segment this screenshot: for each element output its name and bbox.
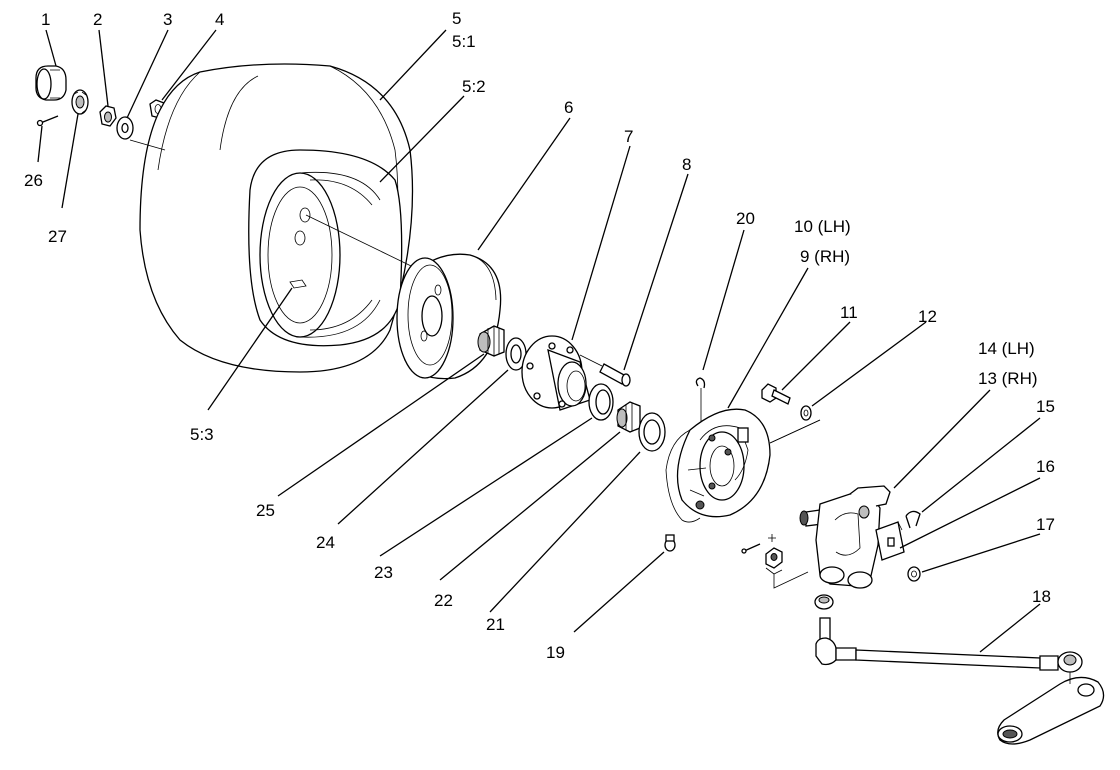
label-25: 25 xyxy=(256,501,275,520)
label-13: 13 (RH) xyxy=(978,369,1038,388)
label-15: 15 xyxy=(1036,397,1055,416)
grease-seal xyxy=(505,337,527,371)
label-5-1: 5:1 xyxy=(452,32,476,51)
bearing-cone xyxy=(477,325,505,357)
label-19: 19 xyxy=(546,643,565,662)
label-5: 5 xyxy=(452,9,461,28)
flange-nut xyxy=(769,405,821,444)
washer xyxy=(116,116,134,140)
cotter-pin-small xyxy=(741,543,761,554)
label-5-2: 5:2 xyxy=(462,77,486,96)
lock-nut xyxy=(907,566,921,582)
label-23: 23 xyxy=(374,563,393,582)
label-7: 7 xyxy=(624,127,633,146)
label-16: 16 xyxy=(1036,457,1055,476)
wheel-tire-assembly xyxy=(139,63,441,373)
castle-nut xyxy=(71,89,89,115)
wheel-hub xyxy=(521,335,591,411)
cotter-pin xyxy=(36,115,59,127)
label-21: 21 xyxy=(486,615,505,634)
label-22: 22 xyxy=(434,591,453,610)
label-11: 11 xyxy=(840,303,858,322)
label-2: 2 xyxy=(93,10,102,29)
inner-bearing-cone xyxy=(616,401,641,433)
dust-cap xyxy=(35,65,67,101)
label-6: 6 xyxy=(564,98,573,117)
inner-seal xyxy=(638,412,666,452)
mounting-bracket xyxy=(875,521,905,561)
label-18: 18 xyxy=(1032,587,1051,606)
brake-drum xyxy=(396,253,502,380)
bearing-cup xyxy=(588,383,614,421)
label-17: 17 xyxy=(1036,515,1055,534)
label-5-3: 5:3 xyxy=(190,425,214,444)
label-24: 24 xyxy=(316,533,335,552)
label-9: 9 (RH) xyxy=(800,247,850,266)
brake-backing-plate xyxy=(665,408,771,523)
label-20: 20 xyxy=(736,209,755,228)
label-12: 12 xyxy=(918,307,937,326)
spindle xyxy=(799,485,891,589)
label-8: 8 xyxy=(682,155,691,174)
leader-lines xyxy=(37,29,1041,653)
bolt xyxy=(761,383,791,405)
wheel-stud xyxy=(579,354,631,387)
label-14: 14 (LH) xyxy=(978,339,1035,358)
hairpin-clip xyxy=(905,510,921,529)
nut xyxy=(99,105,117,127)
tie-rod-assembly xyxy=(814,594,1105,745)
grease-fitting xyxy=(664,534,676,552)
label-3: 3 xyxy=(163,10,172,29)
label-26: 26 xyxy=(24,171,43,190)
label-27: 27 xyxy=(48,227,67,246)
castle-nut-small xyxy=(765,547,783,575)
label-1: 1 xyxy=(41,10,50,29)
label-10: 10 (LH) xyxy=(794,217,851,236)
label-4: 4 xyxy=(215,10,224,29)
callout-labels: 1 2 3 4 5 5:1 5:2 5:3 6 7 8 20 10 (LH) 9… xyxy=(24,9,1055,662)
